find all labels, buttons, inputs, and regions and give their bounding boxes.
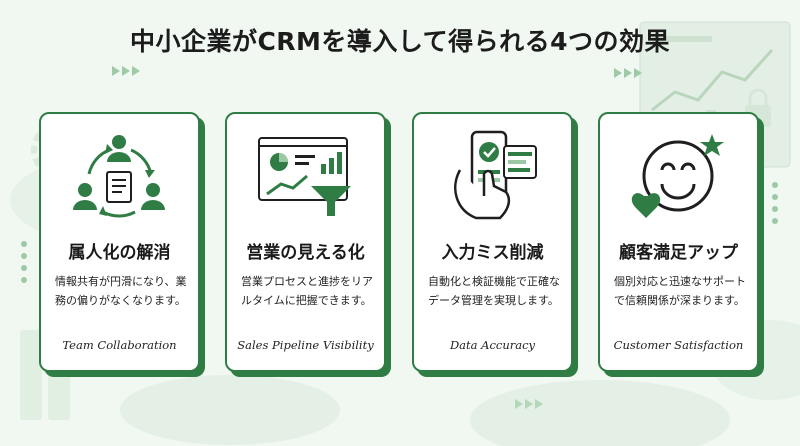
team-cycle-icon (73, 135, 165, 218)
card-data-accuracy: 入力ミス削減 自動化と検証機能で正確なデータ管理を実現します。 Data Acc… (412, 112, 573, 372)
card-subtitle: Sales Pipeline Visibility (237, 338, 374, 352)
card-heading: 営業の見える化 (246, 243, 365, 263)
card-team-collaboration: 属人化の解消 情報共有が円滑になり、業務の偏りがなくなります。 Team Col… (39, 112, 200, 372)
card-description: 個別対応と迅速なサポートで信頼関係が深まります。 (614, 275, 746, 307)
page-title: 中小企業がCRMを導入して得られる4つの効果 (129, 27, 671, 56)
card-description: 自動化と検証機能で正確なデータ管理を実現します。 (428, 275, 560, 307)
card-subtitle: Team Collaboration (62, 338, 177, 352)
sales-dashboard-icon (258, 137, 351, 216)
smartphone-check-icon (454, 130, 537, 220)
smiley-star-heart-icon (631, 134, 724, 218)
card-description: 営業プロセスと進捗をリアルタイムに把握できます。 (241, 275, 373, 307)
card-heading: 入力ミス削減 (441, 243, 544, 263)
card-heading: 属人化の解消 (68, 243, 171, 263)
card-description: 情報共有が円滑になり、業務の偏りがなくなります。 (55, 275, 187, 307)
card-sales-pipeline-visibility: 営業の見える化 営業プロセスと進捗をリアルタイムに把握できます。 Sales P… (225, 112, 386, 372)
card-subtitle: Customer Satisfaction (613, 338, 744, 352)
card-customer-satisfaction: 顧客満足アップ 個別対応と迅速なサポートで信頼関係が深まります。 Custome… (598, 112, 759, 372)
card-subtitle: Data Accuracy (449, 338, 536, 352)
card-heading: 顧客満足アップ (619, 243, 738, 263)
